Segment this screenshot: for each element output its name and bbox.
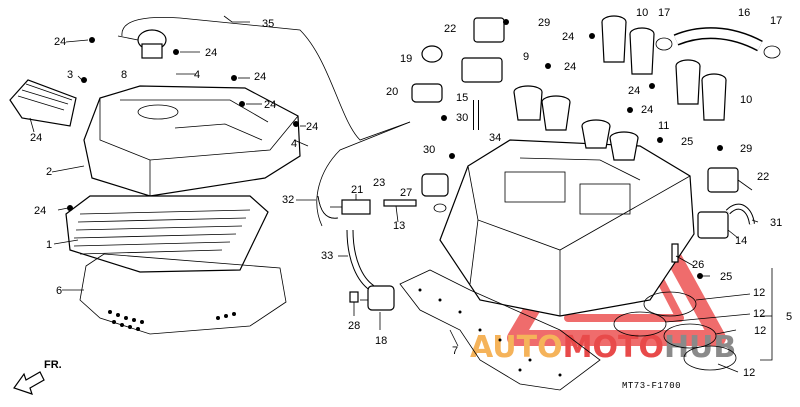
joint-21 [330, 199, 371, 215]
funnels-9-11 [513, 85, 639, 161]
callout-3: 3 [67, 69, 73, 81]
callout-17: 17 [770, 15, 782, 27]
drain-plug-18 [360, 285, 395, 311]
callout-24: 24 [30, 132, 42, 144]
callout-4: 4 [291, 138, 297, 150]
callout-24: 24 [306, 121, 318, 133]
cap-19 [421, 45, 443, 63]
callout-15: 15 [456, 92, 468, 104]
breather-tube [121, 16, 411, 227]
solenoid-22-top [461, 17, 505, 83]
breather-valve [117, 29, 167, 59]
callout-17: 17 [658, 7, 670, 19]
callout-21: 21 [351, 184, 363, 196]
direction-label: FR. [44, 359, 62, 371]
callout-14: 14 [735, 235, 747, 247]
hose-13 [383, 199, 417, 207]
front-arrow-icon: FR. [13, 359, 62, 395]
hose-33 [346, 229, 375, 291]
callout-20: 20 [386, 86, 398, 98]
callout-16: 16 [738, 7, 750, 19]
valve-20 [411, 83, 443, 103]
callout-19: 19 [400, 53, 412, 65]
housing-gasket-sheet [399, 269, 601, 391]
callout-9: 9 [523, 51, 529, 63]
callout-22: 22 [444, 23, 456, 35]
intake-duct [9, 79, 77, 127]
hose-32 [317, 195, 339, 219]
callout-8: 8 [121, 69, 127, 81]
bolt-markers [67, 19, 723, 279]
callout-12: 12 [743, 367, 755, 379]
callout-22: 22 [757, 171, 769, 183]
pin-26 [671, 243, 679, 263]
callout-24: 24 [562, 31, 574, 43]
leader-lines [29, 15, 773, 373]
air-cleaner-cover [83, 85, 301, 197]
watermark-auto: AUTO [470, 330, 563, 365]
callout-27: 27 [400, 187, 412, 199]
callout-34: 34 [489, 132, 501, 144]
callout-12: 12 [754, 325, 766, 337]
callout-31: 31 [770, 217, 782, 229]
hose-16 [673, 27, 763, 52]
callout-24: 24 [564, 61, 576, 73]
callout-10: 10 [740, 94, 752, 106]
clips-17 [655, 37, 781, 59]
callout-35: 35 [262, 18, 274, 30]
callout-24: 24 [628, 85, 640, 97]
callout-7: 7 [452, 345, 458, 357]
bolt-28 [349, 291, 359, 303]
callout-1: 1 [46, 239, 52, 251]
callout-24: 24 [34, 205, 46, 217]
callout-18: 18 [375, 335, 387, 347]
callout-24: 24 [254, 71, 266, 83]
callout-2: 2 [46, 166, 52, 178]
callout-24: 24 [54, 36, 66, 48]
bracket-14 [697, 211, 729, 239]
callout-28: 28 [348, 320, 360, 332]
callout-4: 4 [194, 69, 200, 81]
filter-seal-sheet [79, 253, 287, 335]
callout-32: 32 [282, 194, 294, 206]
air-cleaner-housing [439, 139, 695, 317]
callout-29: 29 [538, 17, 550, 29]
oring-27 [433, 203, 447, 213]
callout-11: 11 [658, 120, 669, 132]
callout-12: 12 [753, 287, 765, 299]
callout-24: 24 [264, 99, 276, 111]
callout-13: 13 [393, 220, 405, 232]
callout-33: 33 [321, 250, 333, 262]
diagram-code: MT73-F1700 [622, 381, 681, 391]
callout-10: 10 [636, 7, 648, 19]
sensor-22-right [707, 167, 739, 193]
hose-31 [725, 203, 755, 225]
air-filter-element [65, 195, 269, 273]
fitting-23 [421, 173, 449, 197]
callout-12: 12 [753, 308, 765, 320]
callout-24: 24 [641, 104, 653, 116]
callout-30: 30 [423, 144, 435, 156]
callout-24: 24 [205, 47, 217, 59]
callout-26: 26 [692, 259, 704, 271]
o-rings-12 [613, 291, 737, 371]
callout-25: 25 [681, 136, 693, 148]
callout-23: 23 [373, 177, 385, 189]
callout-5: 5 [786, 311, 792, 323]
callout-25: 25 [720, 271, 732, 283]
callout-6: 6 [56, 285, 62, 297]
funnels-10 [601, 15, 727, 121]
callout-30: 30 [456, 112, 468, 124]
callout-29: 29 [740, 143, 752, 155]
svg-text:AUTOMOTOHUB: AUTOMOTOHUB [470, 330, 736, 365]
